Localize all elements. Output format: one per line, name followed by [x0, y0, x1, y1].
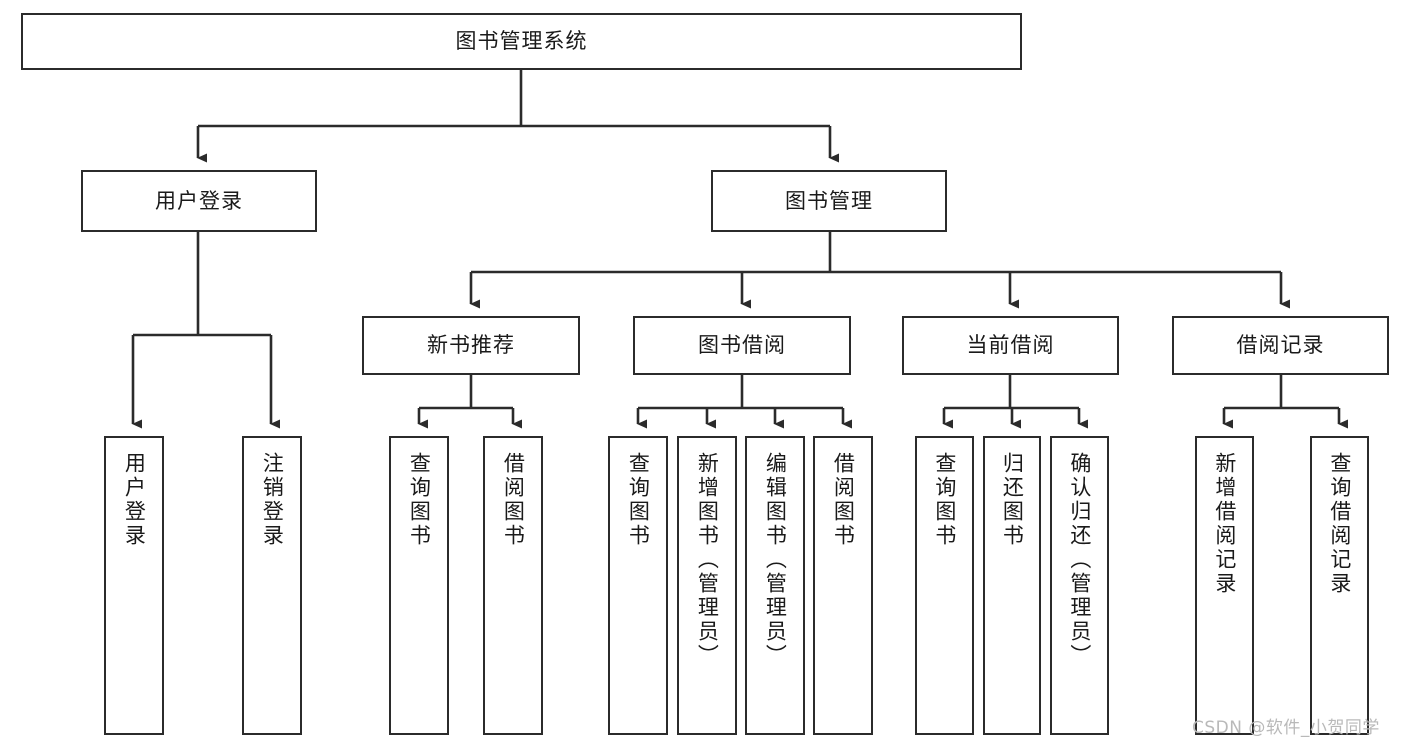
node-leaf-add-book-label: 新增图书（管理员）: [695, 452, 720, 668]
node-leaf-add-record[interactable]: 新增借阅记录: [1195, 436, 1254, 735]
node-leaf-user-logout-label: 注销登录: [260, 452, 285, 548]
node-leaf-borrow-book-1[interactable]: 借阅图书: [483, 436, 543, 735]
node-new-book-recommend-label: 新书推荐: [427, 333, 515, 358]
node-leaf-query-record-label: 查询借阅记录: [1327, 452, 1352, 596]
node-book-borrow-label: 图书借阅: [698, 333, 786, 358]
node-user-login-label: 用户登录: [155, 188, 243, 213]
node-book-borrow[interactable]: 图书借阅: [633, 316, 851, 375]
node-leaf-edit-book-label: 编辑图书（管理员）: [763, 452, 788, 668]
node-borrow-record-label: 借阅记录: [1236, 333, 1325, 358]
node-leaf-query-book-1-label: 查询图书: [407, 452, 432, 548]
node-leaf-borrow-book-2-label: 借阅图书: [831, 452, 856, 548]
node-leaf-add-book[interactable]: 新增图书（管理员）: [677, 436, 737, 735]
node-leaf-query-record[interactable]: 查询借阅记录: [1310, 436, 1369, 735]
node-leaf-return-book-label: 归还图书: [1000, 452, 1025, 548]
node-leaf-user-logout[interactable]: 注销登录: [242, 436, 302, 735]
node-leaf-borrow-book-2[interactable]: 借阅图书: [813, 436, 873, 735]
node-leaf-borrow-book-1-label: 借阅图书: [501, 452, 526, 548]
node-leaf-query-book-1[interactable]: 查询图书: [389, 436, 449, 735]
node-root-label: 图书管理系统: [455, 29, 588, 54]
node-borrow-record[interactable]: 借阅记录: [1172, 316, 1389, 375]
node-leaf-confirm-return[interactable]: 确认归还（管理员）: [1050, 436, 1109, 735]
node-new-book-recommend[interactable]: 新书推荐: [362, 316, 580, 375]
node-leaf-confirm-return-label: 确认归还（管理员）: [1067, 452, 1092, 668]
node-book-manage[interactable]: 图书管理: [711, 170, 947, 232]
node-current-borrow-label: 当前借阅: [966, 333, 1055, 358]
node-root[interactable]: 图书管理系统: [21, 13, 1022, 70]
node-current-borrow[interactable]: 当前借阅: [902, 316, 1119, 375]
node-leaf-query-book-3[interactable]: 查询图书: [915, 436, 974, 735]
node-leaf-user-login-label: 用户登录: [122, 452, 147, 548]
node-leaf-user-login[interactable]: 用户登录: [104, 436, 164, 735]
node-leaf-query-book-2-label: 查询图书: [626, 452, 651, 548]
node-book-manage-label: 图书管理: [785, 188, 873, 213]
node-leaf-query-book-2[interactable]: 查询图书: [608, 436, 668, 735]
node-leaf-add-record-label: 新增借阅记录: [1212, 452, 1237, 596]
node-leaf-edit-book[interactable]: 编辑图书（管理员）: [745, 436, 805, 735]
node-leaf-query-book-3-label: 查询图书: [932, 452, 957, 548]
node-leaf-return-book[interactable]: 归还图书: [983, 436, 1041, 735]
node-user-login[interactable]: 用户登录: [81, 170, 317, 232]
